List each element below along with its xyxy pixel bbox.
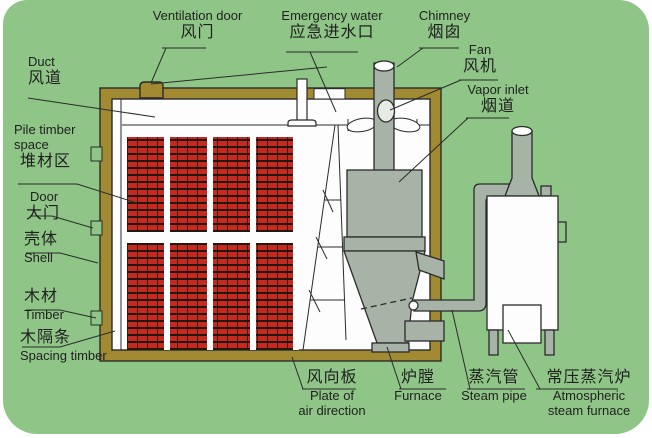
leader-plate-of-air-direction: [291, 356, 356, 390]
label-atmospheric-steam-furnace-en1: Atmospheric: [552, 388, 626, 403]
leader-door: [30, 215, 94, 229]
label-furnace-zh: 炉膛: [400, 369, 435, 386]
leg-left: [488, 329, 499, 356]
furnace-chimney-cap: [511, 125, 533, 137]
label-spacing-timber-en: Spacing timber: [20, 348, 107, 363]
label-chimney: Chimney 烟囱: [402, 8, 487, 43]
water-pipe-base: [287, 119, 317, 127]
atmospheric-steam-furnace: [486, 125, 567, 356]
label-door-zh: 大门: [26, 205, 61, 222]
label-emergency-water-en: Emergency water: [281, 8, 383, 23]
furnace-lower-stub: [404, 320, 445, 342]
furnace-level-line: [360, 297, 413, 310]
furnace-upper-stub: [415, 251, 445, 280]
label-vapor-inlet-en: Vapor inlet: [467, 82, 529, 97]
label-atmospheric-steam-furnace-en2: steam furnace: [547, 403, 631, 418]
label-steam-pipe-zh: 蒸汽管: [468, 369, 520, 386]
door-hinges: [90, 146, 103, 326]
timber-pile-block-bottom: [127, 243, 299, 350]
chimney-cap: [373, 60, 395, 72]
leader-timber: [26, 309, 97, 319]
label-steam-pipe: 蒸汽管 Steam pipe: [450, 368, 538, 403]
leader-furnace: [386, 346, 446, 390]
label-door-en: Door: [30, 189, 59, 204]
label-plate-of-air-direction: 风向板 Plate of air direction: [282, 368, 382, 418]
ventilation-door-part: [139, 81, 164, 99]
leader-vapor-inlet: [398, 117, 509, 183]
label-steam-pipe-en: Steam pipe: [461, 388, 527, 403]
label-duct: Duct 风道: [28, 54, 98, 89]
label-pile-timber-space-en1: Pile timber: [14, 122, 76, 137]
label-pile-timber-space-zh: 堆材区: [20, 153, 72, 170]
leader-spacing-timber: [22, 330, 116, 348]
steam-pipe-outlet: [408, 300, 419, 311]
leader-duct: [27, 97, 156, 118]
hinge-middle: [90, 220, 103, 236]
label-spacing-timber-zh: 木隔条: [20, 329, 72, 346]
fan-motor: [376, 99, 396, 123]
leader-shell: [26, 252, 99, 264]
label-atmospheric-steam-furnace: 常压蒸汽炉 Atmospheric steam furnace: [526, 368, 652, 418]
label-pile-timber-space-en2: space: [14, 137, 49, 152]
label-emergency-water-zh: 应急进水口: [289, 24, 375, 41]
leader-ventilation-door: [150, 47, 206, 84]
label-furnace-en: Furnace: [394, 388, 442, 403]
label-ventilation-door-zh: 风门: [180, 24, 215, 41]
label-shell-en: Shell: [24, 250, 53, 265]
label-timber-en: Timber: [24, 307, 64, 322]
leg-right: [544, 329, 555, 356]
label-duct-en: Duct: [28, 54, 55, 69]
furnace-door: [502, 304, 542, 344]
leader-long-line: [150, 66, 328, 85]
label-pile-timber-space: Pile timber space 堆材区: [14, 122, 109, 172]
hinge-top: [90, 146, 103, 162]
side-handle: [558, 221, 567, 243]
label-fan-zh: 风机: [462, 58, 497, 75]
label-emergency-water: Emergency water 应急进水口: [268, 8, 396, 43]
label-duct-zh: 风道: [28, 70, 63, 87]
label-plate-of-air-direction-zh: 风向板: [306, 369, 358, 386]
label-ventilation-door-en: Ventilation door: [152, 8, 243, 23]
leader-fan: [389, 79, 498, 111]
label-shell: 壳体 Shell: [24, 230, 94, 265]
furnace-foot: [371, 342, 410, 353]
label-plate-of-air-direction-en1: Plate of: [309, 388, 355, 403]
leader-chimney: [396, 47, 459, 68]
roof-opening: [313, 88, 346, 100]
label-shell-zh: 壳体: [24, 231, 59, 248]
leader-atmospheric-steam-furnace: [507, 329, 618, 390]
air-direction-plate: [302, 124, 347, 351]
leader-steam-pipe: [451, 309, 525, 390]
label-fan: Fan 风机: [452, 42, 508, 77]
label-fan-en: Fan: [468, 42, 492, 57]
label-atmospheric-steam-furnace-zh: 常压蒸汽炉: [546, 369, 632, 386]
label-spacing-timber: 木隔条 Spacing timber: [20, 328, 150, 363]
label-chimney-zh: 烟囱: [427, 24, 462, 41]
label-plate-of-air-direction-en2: air direction: [298, 403, 366, 418]
label-ventilation-door: Ventilation door 风门: [130, 8, 265, 43]
furnace-assembly: [343, 60, 445, 353]
label-timber-zh: 木材: [24, 288, 59, 305]
timber-pile-block-top: [127, 137, 299, 232]
label-vapor-inlet-zh: 烟道: [480, 98, 515, 115]
label-timber: 木材 Timber: [24, 287, 94, 322]
emergency-water-inlet: [287, 78, 317, 127]
hinge-bottom: [90, 310, 103, 326]
label-door: Door 大门: [26, 189, 86, 224]
label-vapor-inlet: Vapor inlet 烟道: [448, 82, 548, 117]
label-chimney-en: Chimney: [418, 8, 471, 23]
leader-pile-timber-space: [18, 183, 138, 204]
leader-emergency-water: [286, 51, 358, 113]
label-furnace: 炉膛 Furnace: [383, 368, 453, 403]
